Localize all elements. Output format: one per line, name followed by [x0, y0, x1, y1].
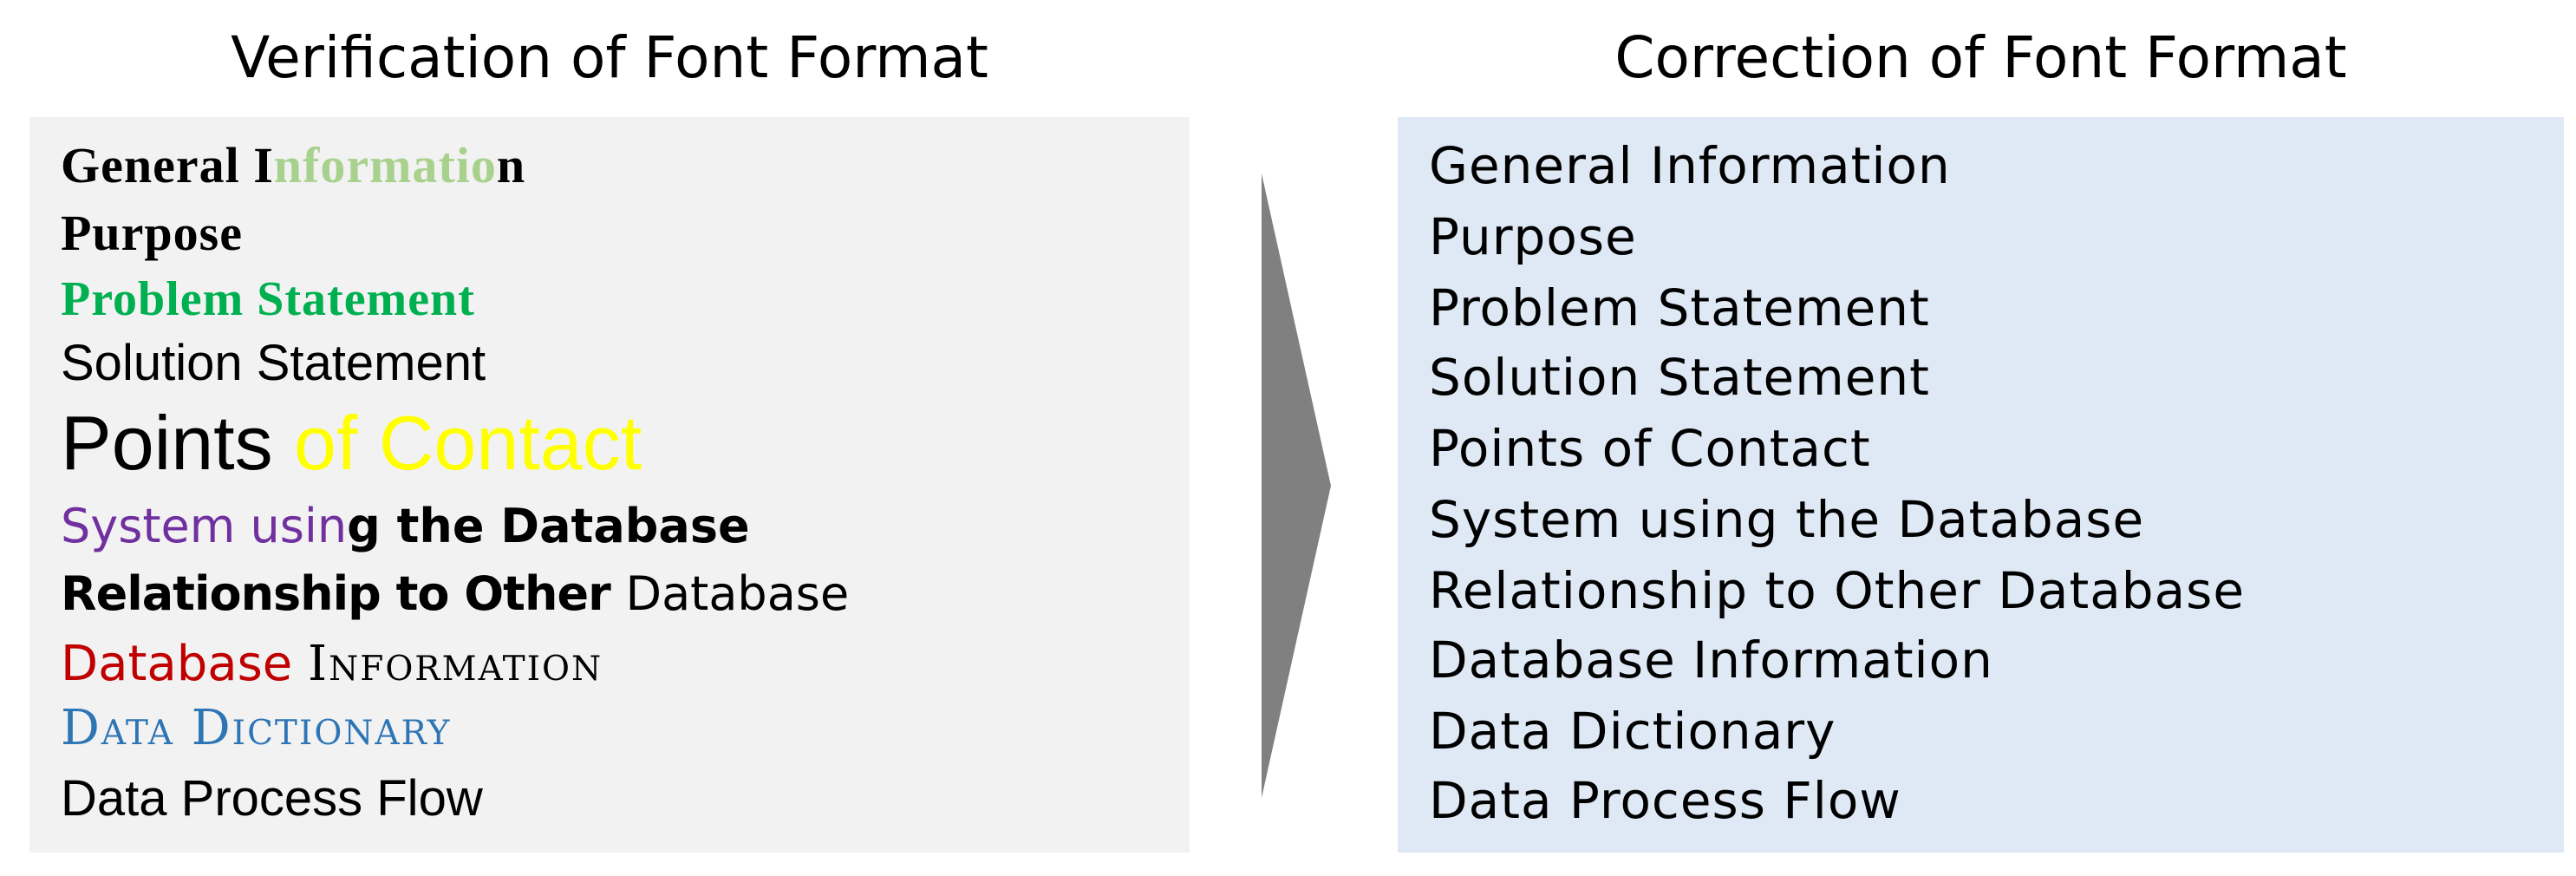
- database-information-part-2: Information: [308, 636, 603, 692]
- data-dictionary-text: Data Dictionary: [61, 700, 452, 756]
- correction-panel: General Information Purpose Problem Stat…: [1398, 117, 2564, 853]
- points-of-contact-part-2: of Contact: [294, 400, 642, 486]
- corrected-item: Data Process Flow: [1429, 771, 1901, 830]
- database-information-part-1: Database: [61, 636, 309, 692]
- points-of-contact-part-1: Points: [61, 400, 295, 486]
- system-using-database-text: System using the Database: [61, 499, 750, 553]
- verification-title: Verification of Font Format: [231, 24, 988, 91]
- relationship-text: Relationship to Other Database: [61, 566, 849, 621]
- corrected-item: Solution Statement: [1429, 348, 1930, 407]
- corrected-item: Data Dictionary: [1429, 702, 1836, 761]
- solution-statement-text: Solution Statement: [61, 335, 486, 391]
- general-information-part-1: General I: [61, 137, 274, 193]
- relationship-part-1: Relationship to Other: [61, 566, 626, 621]
- general-information-text: General Information: [61, 136, 525, 194]
- corrected-item: Problem Statement: [1429, 278, 1930, 337]
- corrected-item: Relationship to Other Database: [1429, 561, 2246, 620]
- points-of-contact-text: Points of Contact: [61, 400, 642, 487]
- chevron-right-arrow-icon: [1262, 173, 1331, 798]
- corrected-item: Purpose: [1429, 207, 1637, 266]
- system-using-database-part-2: g the Database: [347, 499, 750, 553]
- database-information-text: Database Information: [61, 636, 603, 692]
- corrected-item: General Information: [1429, 136, 1951, 195]
- data-process-flow-text: Data Process Flow: [61, 770, 483, 827]
- general-information-part-2: nformatio: [273, 137, 497, 193]
- corrected-item: Points of Contact: [1429, 419, 1871, 478]
- verification-panel: General Information Purpose Problem Stat…: [29, 117, 1190, 853]
- relationship-part-2: Database: [625, 566, 850, 621]
- corrected-item: System using the Database: [1429, 490, 2145, 549]
- general-information-part-3: n: [496, 137, 526, 193]
- purpose-text: Purpose: [61, 205, 243, 261]
- system-using-database-part-1: System usin: [61, 499, 348, 553]
- problem-statement-text: Problem Statement: [61, 272, 475, 326]
- corrected-item: Database Information: [1429, 631, 1993, 690]
- correction-title: Correction of Font Format: [1614, 24, 2347, 91]
